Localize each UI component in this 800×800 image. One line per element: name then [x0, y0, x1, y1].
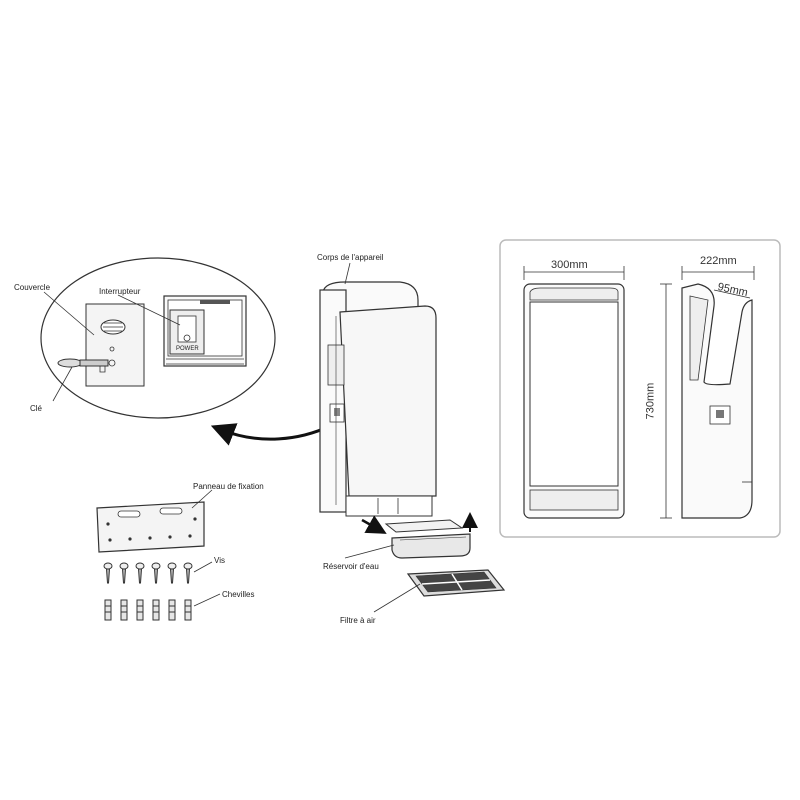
switch-panel	[163, 295, 247, 367]
front-view	[523, 283, 625, 519]
side-view	[681, 283, 753, 519]
dim-width-label: 300mm	[551, 259, 588, 271]
cover-plate	[85, 303, 145, 387]
switch-detail-zoom	[40, 257, 276, 419]
label-filtre: Filtre à air	[340, 616, 376, 625]
hand-dryer-body	[319, 281, 437, 517]
air-filter	[406, 569, 506, 597]
label-reservoir: Réservoir d'eau	[323, 562, 379, 571]
label-chevilles: Chevilles	[222, 590, 255, 599]
key-icon	[57, 358, 109, 373]
label-vis: Vis	[214, 556, 225, 565]
label-interrupteur: Interrupteur	[99, 287, 141, 296]
height-dimension	[660, 283, 672, 519]
tank-out-arrow	[361, 515, 387, 534]
depth-dimension	[681, 266, 755, 299]
screws	[103, 562, 193, 584]
label-power: POWER	[176, 346, 199, 352]
label-cle: Clé	[30, 404, 43, 413]
dim-height-label: 730mm	[644, 382, 657, 420]
label-corps: Corps de l'appareil	[317, 253, 384, 262]
label-couvercle: Couvercle	[14, 283, 51, 292]
mounting-plate	[96, 501, 205, 553]
water-tank	[384, 519, 471, 559]
width-dimension	[523, 266, 625, 280]
wall-anchors	[104, 599, 192, 621]
dim-depth-label: 222mm	[700, 255, 737, 267]
detail-arrow	[210, 423, 331, 446]
label-panneau: Panneau de fixation	[193, 482, 264, 491]
